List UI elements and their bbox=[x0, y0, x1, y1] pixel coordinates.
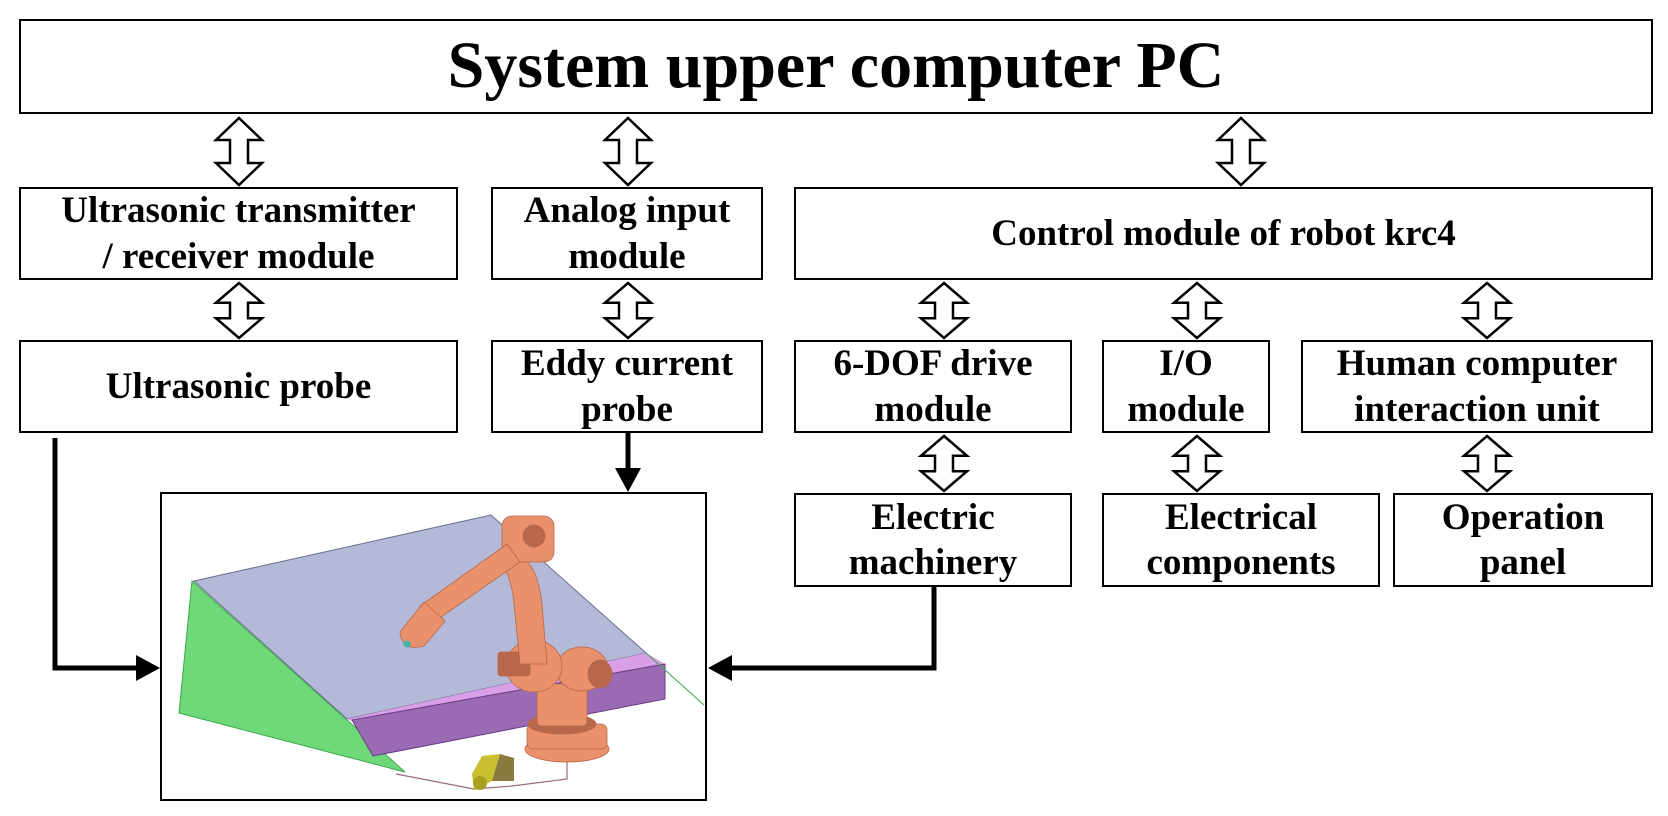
io-to-electrical-components-arrow bbox=[1170, 434, 1224, 493]
electric-machinery-label: Electric machinery bbox=[848, 496, 1018, 583]
right-support bbox=[645, 652, 705, 706]
analog-to-eddy-probe-arrow bbox=[601, 281, 655, 340]
electrical-components-box: Electrical components bbox=[1102, 493, 1380, 587]
controller-cable bbox=[395, 756, 568, 790]
control-module-box: Control module of robot krc4 bbox=[794, 187, 1653, 280]
eddy-current-probe-label: Eddy current probe bbox=[520, 343, 734, 430]
hci-unit-box: Human computer interaction unit bbox=[1301, 340, 1653, 433]
drive-module-label: 6-DOF drive module bbox=[833, 343, 1033, 430]
operation-panel-box: Operation panel bbox=[1393, 493, 1653, 587]
analog-input-label: Analog input module bbox=[523, 190, 731, 277]
io-module-label: I/O module bbox=[1127, 343, 1245, 430]
eddy-current-probe-box: Eddy current probe bbox=[491, 340, 763, 433]
io-module-box: I/O module bbox=[1102, 340, 1270, 433]
control-to-io-arrow bbox=[1170, 281, 1224, 340]
transceiver-to-ultrasonic-probe-arrow bbox=[212, 281, 266, 340]
electric-machinery-box: Electric machinery bbox=[794, 493, 1072, 587]
motor-to-scene-line bbox=[732, 586, 937, 671]
hci-to-operation-panel-arrow bbox=[1460, 434, 1514, 493]
electrical-components-label: Electrical components bbox=[1146, 496, 1336, 583]
system-upper-computer-label: System upper computer PC bbox=[447, 29, 1225, 103]
hci-unit-label: Human computer interaction unit bbox=[1336, 343, 1618, 430]
top-to-analog-input-arrow bbox=[601, 116, 655, 187]
analog-input-box: Analog input module bbox=[491, 187, 763, 280]
drive-to-electric-machinery-arrow bbox=[917, 434, 971, 493]
control-module-label: Control module of robot krc4 bbox=[991, 212, 1456, 254]
system-upper-computer-box: System upper computer PC bbox=[19, 19, 1653, 114]
left-support bbox=[178, 579, 406, 773]
ultrasonic-probe-label: Ultrasonic probe bbox=[105, 365, 372, 407]
control-to-drive-arrow bbox=[917, 281, 971, 340]
ultrasonic-probe-to-scene-arrowhead bbox=[136, 655, 160, 681]
ultrasonic-probe-box: Ultrasonic probe bbox=[19, 340, 458, 433]
top-to-ultrasonic-transceiver-arrow bbox=[212, 116, 266, 187]
motor-to-scene-arrowhead bbox=[708, 655, 732, 681]
ultrasonic-transceiver-label: Ultrasonic transmitter / receiver module bbox=[61, 190, 416, 277]
top-to-control-module-arrow bbox=[1214, 116, 1268, 187]
robot-scene-illustration bbox=[178, 514, 705, 790]
robot-arm bbox=[399, 515, 613, 763]
drive-module-box: 6-DOF drive module bbox=[794, 340, 1072, 433]
ultrasonic-transceiver-box: Ultrasonic transmitter / receiver module bbox=[19, 187, 458, 280]
eddy-to-scene-arrowhead bbox=[615, 468, 641, 492]
control-to-hci-arrow bbox=[1460, 281, 1514, 340]
operation-panel-label: Operation panel bbox=[1441, 496, 1605, 583]
robot-controller bbox=[472, 754, 514, 790]
robot-inspection-scene bbox=[160, 492, 707, 801]
ultrasonic-probe-to-scene-line bbox=[52, 438, 136, 671]
